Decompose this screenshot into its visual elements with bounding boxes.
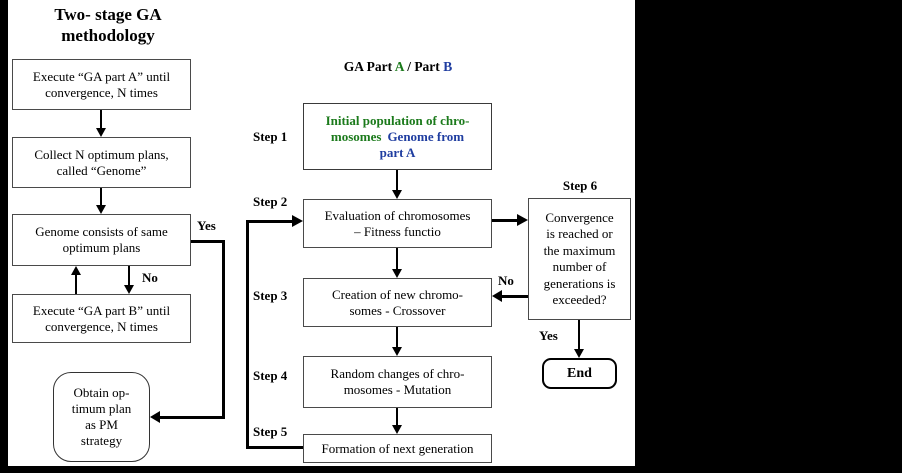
box-crossover-line1: Creation of new chromo-: [331, 286, 464, 302]
connector-no-step6-step3-arrowhead: [492, 290, 502, 302]
box-execute-ga-b-line2: convergence, N times: [45, 318, 158, 334]
label-no-genome: No: [142, 270, 158, 285]
arrow-executeB-genomesame: [75, 275, 77, 294]
box-obtain-pm-line2: timum plan: [71, 401, 132, 416]
arrow-step6-end: [578, 320, 580, 350]
box-convergence-line6: exceeded?: [552, 292, 607, 307]
connector-yes-horizontal-top: [191, 240, 225, 243]
arrow-step2-step3: [396, 248, 398, 270]
connector-loop-horizontal-top: [246, 220, 292, 223]
ga-part-header: GA Part A / Part B: [303, 59, 493, 75]
box-genome-same-line2: optimum plans: [62, 240, 141, 255]
ga-part-mid: / Part: [403, 59, 444, 74]
box-evaluation: Evaluation of chromosomes – Fitness func…: [303, 199, 492, 248]
box-crossover-line2: somes - Crossover: [349, 302, 446, 318]
arrow-step6-end-head: [574, 349, 584, 358]
arrow-step3-step4: [396, 327, 398, 348]
box-execute-ga-b-line1: Execute “GA part B” until: [32, 302, 171, 318]
connector-step2-step6-arrowhead: [517, 214, 528, 226]
arrow-step3-step4-head: [392, 347, 402, 356]
box-end: End: [542, 358, 617, 389]
label-yes-convergence: Yes: [539, 328, 558, 343]
box-obtain-pm-line1: Obtain op-: [73, 385, 130, 400]
box-convergence-line2: is reached or: [546, 226, 613, 241]
box-initial-population-line2-blue: Genome from: [387, 128, 465, 144]
box-convergence: Convergence is reached or the maximum nu…: [528, 198, 631, 320]
box-convergence-line3: the maximum: [543, 242, 616, 258]
box-initial-population-line2-green: mosomes: [330, 128, 382, 144]
arrow-step2-step3-head: [392, 269, 402, 278]
label-step-2: Step 2: [253, 194, 288, 209]
box-mutation: Random changes of chro- mosomes - Mutati…: [303, 356, 492, 408]
box-collect-genome-line2: called “Genome”: [56, 162, 147, 178]
box-mutation-line2: mosomes - Mutation: [343, 382, 452, 397]
box-genome-same: Genome consists of same optimum plans: [12, 214, 191, 266]
box-end-label: End: [567, 365, 592, 381]
box-crossover: Creation of new chromo- somes - Crossove…: [303, 278, 492, 327]
box-next-generation-line1: Formation of next generation: [321, 440, 474, 456]
arrow-step4-step5: [396, 408, 398, 426]
flowchart-title-line2: methodology: [61, 26, 155, 45]
arrow-executeA-collect: [100, 110, 102, 129]
box-execute-ga-a-line2: convergence, N times: [45, 84, 158, 100]
box-next-generation: Formation of next generation: [303, 434, 492, 463]
flowchart-title: Two- stage GA methodology: [22, 4, 194, 46]
label-no-convergence: No: [498, 273, 514, 288]
box-obtain-pm-line3: as PM: [85, 417, 118, 432]
connector-yes-arrowhead: [150, 411, 160, 423]
arrow-collect-genomesame: [100, 188, 102, 206]
label-step-4: Step 4: [253, 368, 288, 383]
connector-yes-vertical: [222, 240, 225, 419]
connector-step2-step6: [492, 219, 518, 222]
arrow-step1-step2: [396, 170, 398, 191]
ga-part-prefix: GA Part: [343, 59, 395, 74]
connector-loop-vertical: [246, 220, 249, 449]
box-convergence-line4: number of: [552, 259, 607, 274]
connector-loop-arrowhead: [292, 215, 303, 227]
arrow-no-genomesame-executeB: [128, 266, 130, 286]
box-initial-population: Initial population of chro- mosomes Genom…: [303, 103, 492, 170]
box-convergence-line1: Convergence: [545, 209, 614, 225]
label-yes-genome: Yes: [197, 218, 216, 233]
flowchart-title-line1: Two- stage GA: [54, 5, 162, 24]
box-execute-ga-b: Execute “GA part B” until convergence, N…: [12, 294, 191, 343]
connector-loop-horizontal-bottom: [246, 446, 303, 449]
ga-part-a: A: [394, 59, 404, 74]
box-obtain-pm: Obtain op- timum plan as PM strategy: [53, 372, 150, 462]
arrow-executeB-genomesame-head: [71, 266, 81, 275]
arrow-executeA-collect-head: [96, 128, 106, 137]
box-execute-ga-a-line1: Execute “GA part A” until: [32, 68, 171, 84]
box-convergence-line5: generations is: [543, 275, 616, 291]
box-initial-population-line3: part A: [379, 144, 416, 160]
label-step-6: Step 6: [562, 178, 598, 193]
arrow-collect-genomesame-head: [96, 205, 106, 214]
ga-part-b: B: [443, 59, 453, 74]
label-step-1: Step 1: [253, 129, 288, 144]
box-evaluation-line1: Evaluation of chromosomes: [324, 207, 471, 223]
box-evaluation-line2: – Fitness functio: [354, 223, 441, 239]
box-genome-same-line1: Genome consists of same: [35, 224, 168, 239]
box-collect-genome-line1: Collect N optimum plans,: [34, 146, 169, 162]
box-obtain-pm-line4: strategy: [80, 433, 123, 448]
box-execute-ga-a: Execute “GA part A” until convergence, N…: [12, 59, 191, 110]
label-step-5: Step 5: [253, 424, 288, 439]
connector-no-step6-step3: [502, 295, 528, 298]
label-step-3: Step 3: [253, 288, 288, 303]
arrow-step1-step2-head: [392, 190, 402, 199]
arrow-step4-step5-head: [392, 425, 402, 434]
box-collect-genome: Collect N optimum plans, called “Genome”: [12, 137, 191, 188]
box-mutation-line1: Random changes of chro-: [330, 366, 465, 381]
arrow-no-genomesame-executeB-head: [124, 285, 134, 294]
connector-yes-horizontal-bottom: [160, 416, 223, 419]
box-initial-population-line2: mosomes Genome from: [331, 129, 464, 145]
box-initial-population-line1: Initial population of chro-: [325, 112, 470, 128]
